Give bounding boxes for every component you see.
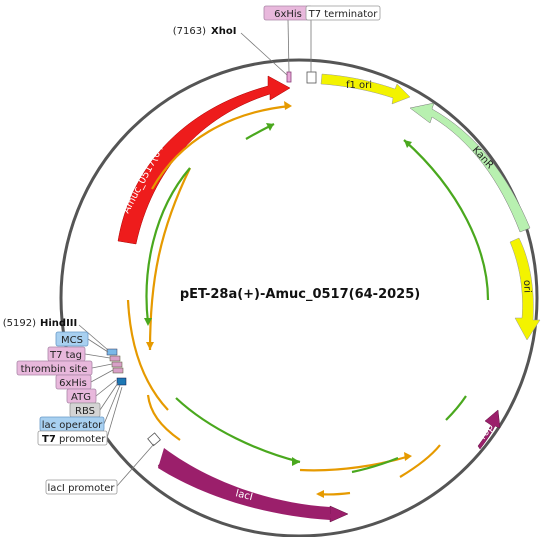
thrombin-box: [16, 360, 93, 376]
left-leader-lines: [78, 324, 155, 487]
ori-arrow[interactable]: [509, 237, 541, 341]
mcs-label: MCS: [61, 335, 83, 346]
his-top-label: 6xHis: [274, 9, 302, 20]
atg-label: ATG: [71, 392, 91, 403]
orange-arc-3: [126, 299, 169, 411]
laci-label: lacI: [234, 488, 254, 503]
backbone-circle: [59, 58, 539, 537]
f1ori-label: f1 ori: [346, 80, 372, 91]
rbs-label: RBS: [75, 406, 95, 417]
orange-arc-7: [399, 444, 441, 478]
laci-promoter-label: lacI promoter: [48, 483, 116, 494]
green-arc-3: [403, 139, 490, 301]
thrombin-label: thrombin site: [21, 364, 88, 375]
t7tag-label: T7 tag: [49, 350, 82, 361]
laci-arrow-body: [158, 448, 330, 520]
mcs-marker: [106, 348, 118, 356]
orange-arc-5: [299, 454, 411, 472]
ori-label: ori: [521, 280, 532, 293]
t7-promoter-label-bold: T7: [42, 434, 56, 445]
t7tag-marker: [109, 355, 121, 362]
orange-arrowheads: [146, 101, 412, 498]
green-arrowheads: [144, 123, 412, 466]
t7-terminator-marker: [306, 71, 317, 84]
green-primer-arcs: [145, 123, 490, 474]
his-left-label: 6xHis: [59, 378, 87, 389]
orange-arc-4: [146, 394, 181, 441]
t7-promoter-label: T7 promoter: [42, 434, 106, 445]
kanR-arrow[interactable]: [409, 102, 531, 233]
green-arc-4: [175, 397, 301, 464]
laci-promoter-marker: [147, 432, 161, 447]
thrombin-marker: [111, 361, 123, 368]
hindiii-position: (5192): [3, 318, 36, 329]
lac-operator-marker: [116, 377, 127, 386]
his-tag-marker-top: [286, 71, 292, 83]
mcs-box: [55, 331, 89, 347]
f1ori-arrow[interactable]: [320, 73, 411, 105]
hindiii-name: HindIII: [40, 318, 77, 329]
t7-promoter-box: [37, 430, 108, 446]
his-marker-left: [112, 367, 124, 374]
plasmid-title: pET-28a(+)-Amuc_0517(64-2025): [180, 287, 420, 302]
t7-terminator-box: [305, 5, 381, 21]
green-arc-2: [145, 167, 191, 324]
rop-arrow[interactable]: [477, 409, 501, 450]
top-leader-lines: [240, 19, 312, 76]
orange-arc-1: [151, 104, 291, 190]
orange-arc-2: [148, 167, 191, 351]
t7-terminator-label: T7 terminator: [308, 9, 379, 20]
xhoi-position: (7163): [173, 26, 206, 37]
green-arc-6: [445, 395, 467, 421]
laci-promoter-box: [45, 479, 118, 495]
xhoi-name: XhoI: [211, 26, 236, 37]
insert-arrow[interactable]: [117, 75, 291, 245]
lac-operator-label: lac operator: [42, 420, 103, 431]
t7-promoter-label-rest: promoter: [56, 434, 106, 445]
green-arc-5: [351, 456, 399, 474]
